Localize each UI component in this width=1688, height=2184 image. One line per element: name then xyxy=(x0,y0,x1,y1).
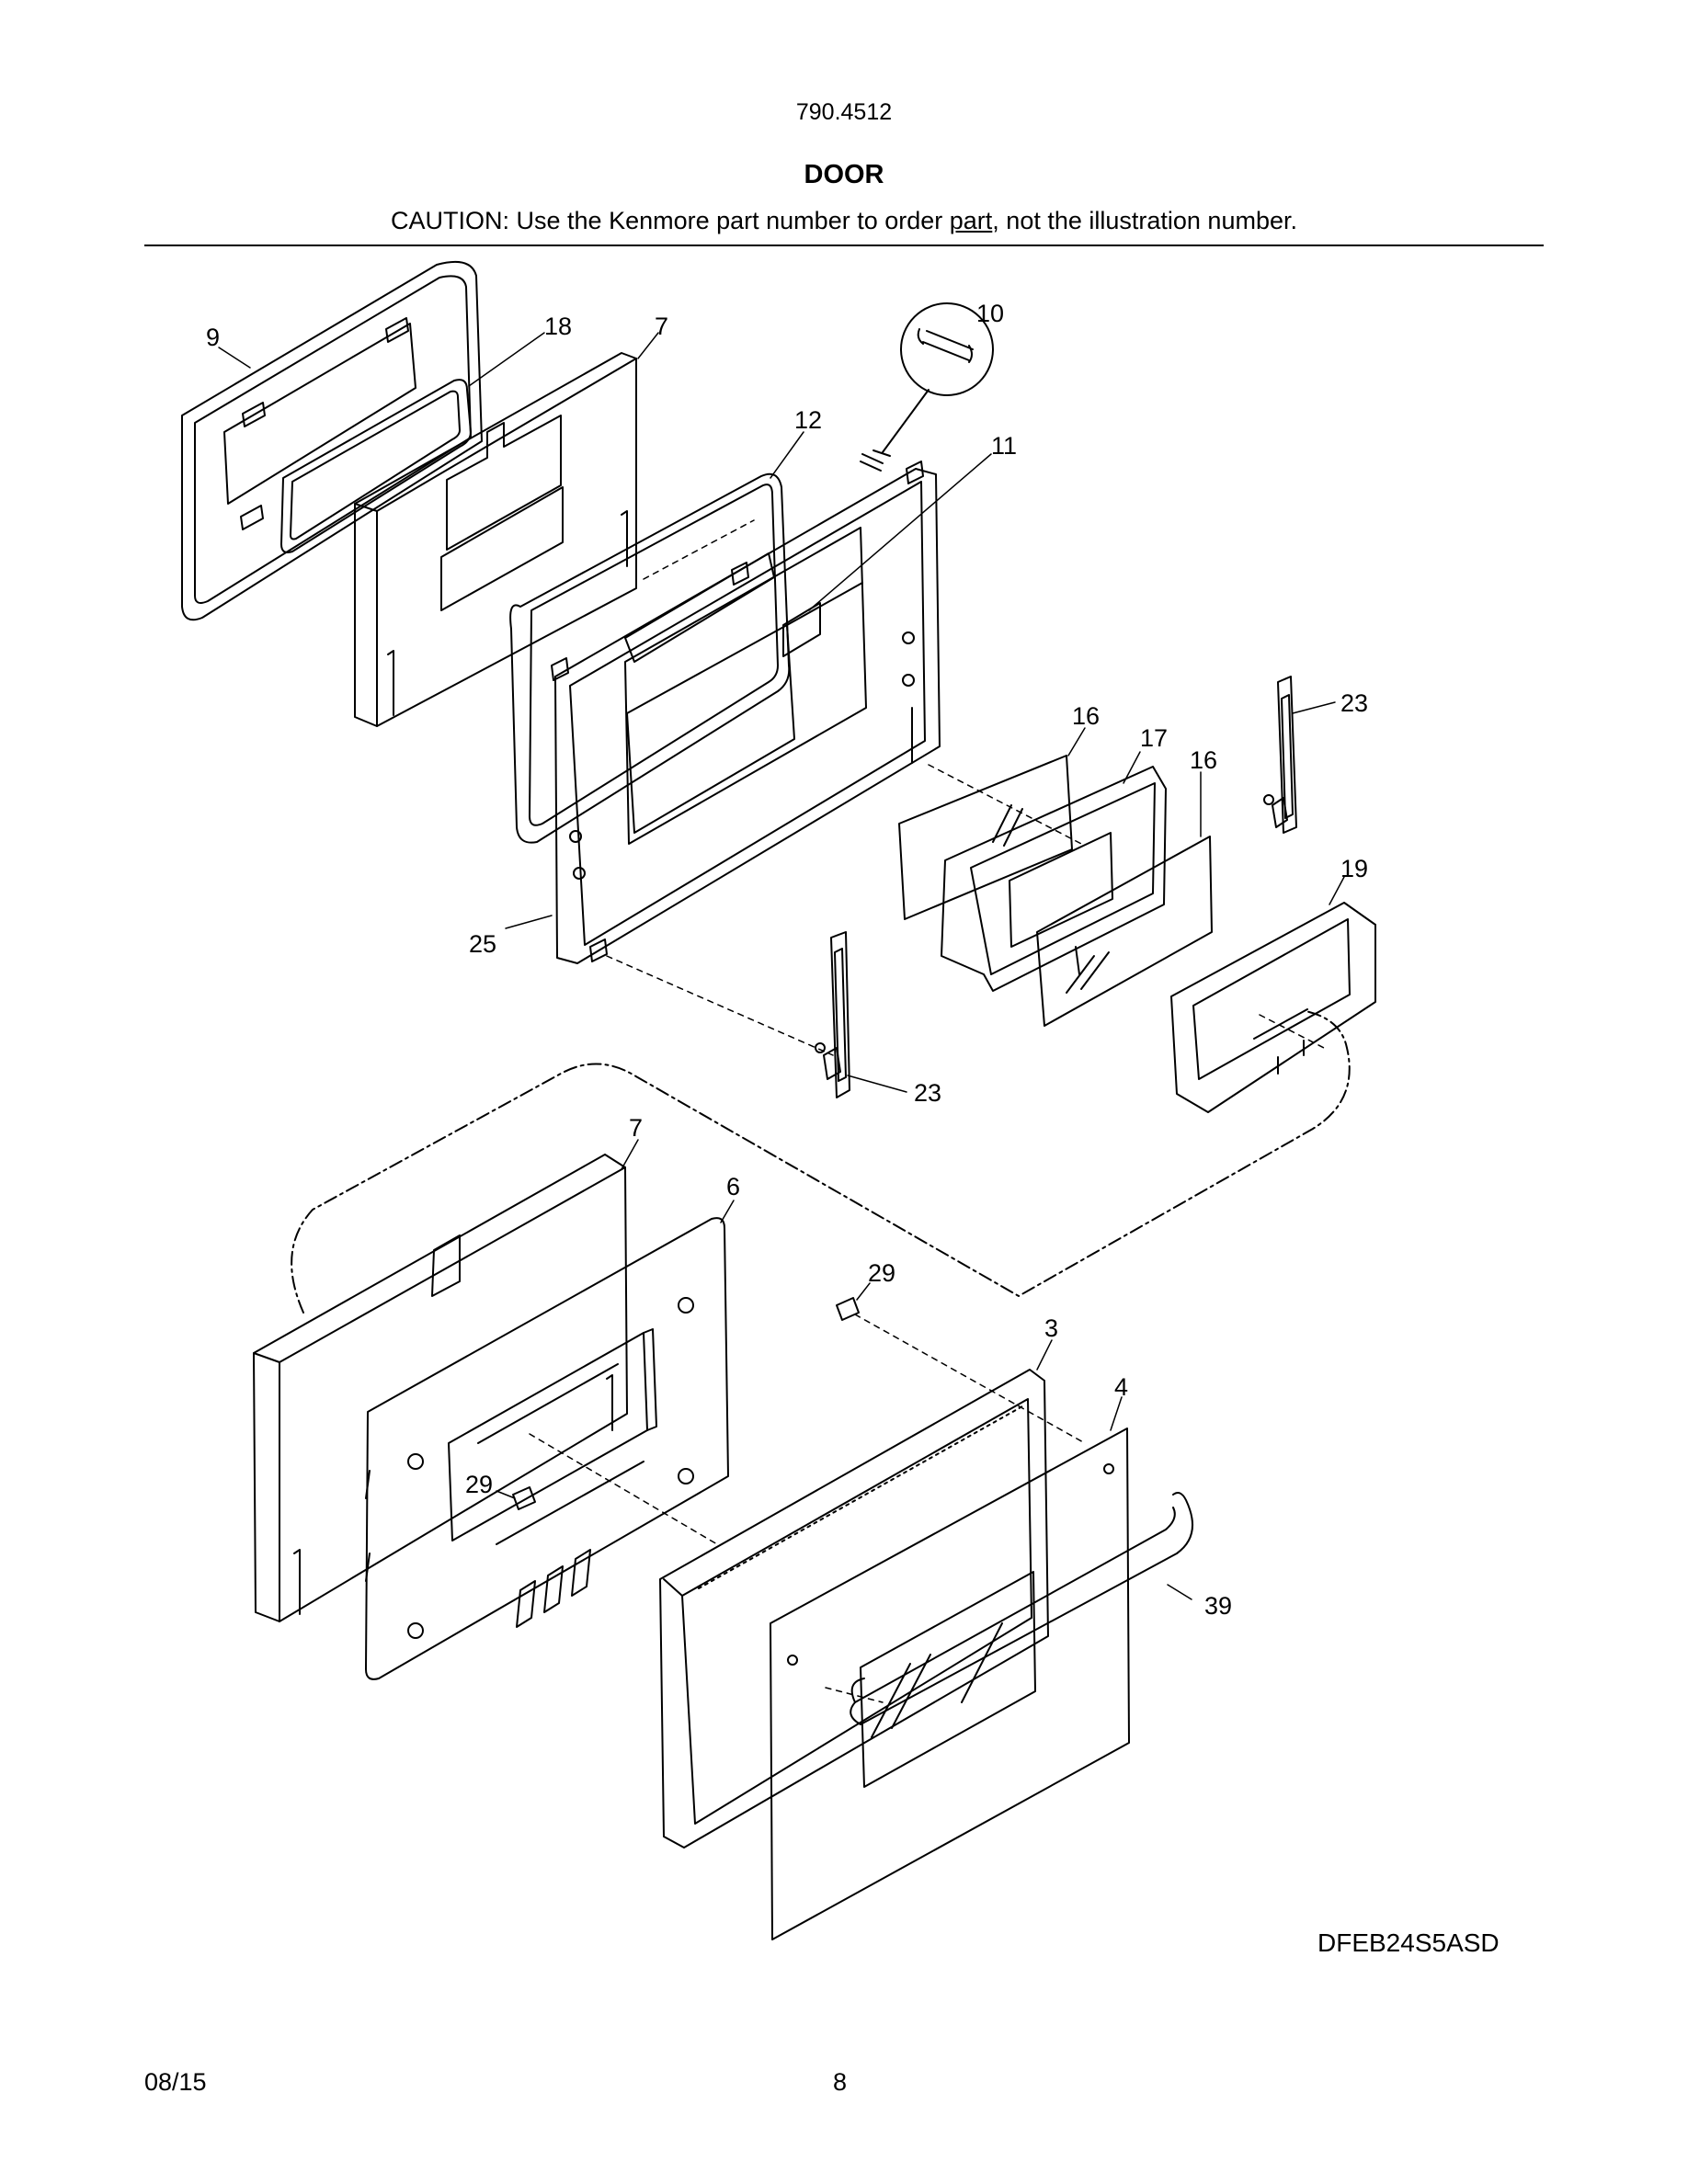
part-bumper-left xyxy=(512,1486,536,1510)
callout-12: 12 xyxy=(794,406,822,434)
caution-note: CAUTION: Use the Kenmore part number to … xyxy=(0,207,1688,235)
callout-7-bottom: 7 xyxy=(629,1114,643,1142)
part-hinge-upper xyxy=(1263,676,1297,834)
callout-labels: 9 18 7 10 12 11 23 16 17 16 19 25 23 7 6… xyxy=(206,300,1368,1620)
part-door-seal xyxy=(509,472,791,844)
part-glass-retainer xyxy=(1170,902,1376,1113)
caution-text-end: , not the illustration number. xyxy=(992,207,1297,234)
revision-date: 08/15 xyxy=(144,2068,207,2096)
caution-part-link: part xyxy=(949,207,993,234)
callout-9: 9 xyxy=(206,324,220,351)
part-inner-panel xyxy=(365,1217,729,1680)
callout-39: 39 xyxy=(1204,1592,1232,1620)
callout-4: 4 xyxy=(1114,1373,1128,1401)
callout-16-outer: 16 xyxy=(1190,746,1217,774)
callout-11: 11 xyxy=(991,432,1017,460)
exploded-view-guides xyxy=(291,1010,1351,1314)
callout-16-inner: 16 xyxy=(1072,702,1100,730)
callout-23-upper: 23 xyxy=(1340,689,1368,717)
callout-7-top: 7 xyxy=(655,313,668,340)
callout-23-lower: 23 xyxy=(914,1079,941,1107)
part-glass-spacer xyxy=(941,766,1167,992)
callout-6: 6 xyxy=(726,1173,740,1200)
part-handle xyxy=(850,1492,1193,1725)
part-screw-detail xyxy=(860,302,994,472)
part-bumper-right xyxy=(836,1297,860,1321)
caution-text: CAUTION: Use the Kenmore part number to … xyxy=(391,207,950,234)
callout-17: 17 xyxy=(1140,724,1168,752)
callout-3: 3 xyxy=(1044,1314,1058,1342)
model-number: 790.4512 xyxy=(795,99,893,125)
part-outer-trim xyxy=(659,1369,1049,1848)
page-number: 8 xyxy=(833,2068,848,2096)
part-hinge-lower xyxy=(815,931,850,1098)
part-outer-glass xyxy=(770,1428,1130,1940)
part-insulation-top xyxy=(354,352,637,727)
callout-29-left: 29 xyxy=(465,1471,493,1498)
part-inner-liner xyxy=(181,261,483,621)
part-glass-inner xyxy=(898,755,1073,920)
callout-18: 18 xyxy=(544,313,572,340)
part-door-frame xyxy=(551,461,941,964)
part-glass-outer xyxy=(1036,836,1213,1027)
callout-10: 10 xyxy=(976,300,1004,327)
diagram-code: DFEB24S5ASD xyxy=(1317,1928,1500,1957)
callout-25: 25 xyxy=(469,930,496,958)
leader-lines xyxy=(218,332,1345,1600)
alignment-lines xyxy=(529,519,1325,1703)
callout-29-right: 29 xyxy=(868,1259,895,1287)
header-divider xyxy=(144,245,1544,246)
section-title: DOOR xyxy=(804,160,884,189)
callout-19: 19 xyxy=(1340,855,1368,882)
part-insulation-bottom xyxy=(253,1154,628,1622)
